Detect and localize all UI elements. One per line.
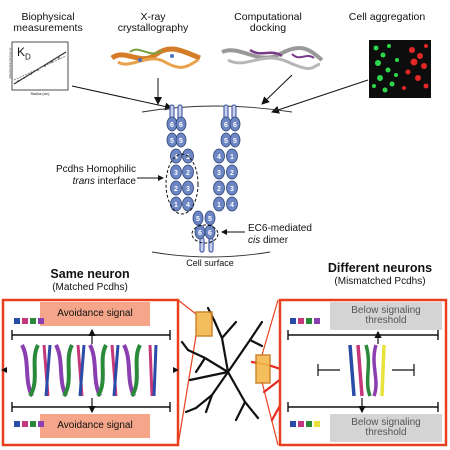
svg-text:4: 4 [217,154,221,161]
below-threshold-bottom: Below signaling threshold [351,416,421,438]
svg-text:3: 3 [186,186,190,193]
graph-x-axis-label: Radius (cm) [30,92,50,96]
svg-text:5: 5 [224,138,228,145]
below-threshold-box-bottom [330,414,442,442]
pcdh-right-dimer [213,116,241,212]
different-neurons-subtitle: (Mismatched Pcdhs) [334,276,426,287]
trans-interface-outline [165,153,199,215]
svg-text:2: 2 [217,186,221,193]
cell-aggregation-image [369,40,431,98]
arrow-biophysical [71,85,173,111]
avoidance-signal-top: Avoidance signal [57,307,133,319]
mismatched-pcdh-chains [348,344,386,397]
svg-text:5: 5 [179,138,183,145]
svg-text:3: 3 [174,170,178,177]
method-label-docking: Computational docking [234,11,302,34]
svg-text:1: 1 [217,202,221,209]
svg-text:3: 3 [230,186,234,193]
cis-dimer-label: EC6-mediated cis dimer [248,223,312,246]
svg-text:3: 3 [217,170,221,177]
zoom-box-different-neurons[interactable] [255,354,271,384]
docking-image [221,45,324,70]
svg-text:1: 1 [186,154,190,161]
crystal-structure-image [110,46,201,69]
svg-text:6: 6 [208,230,212,237]
pcdh-left-dimer [166,116,194,212]
matched-pcdh-chains [20,344,158,398]
cell-surface-label: Cell surface [186,258,234,268]
black-neuron [180,306,264,422]
below-threshold-top: Below signaling threshold [351,304,421,326]
svg-text:1: 1 [174,202,178,209]
method-label-biophysical: Biophysical measurements [13,11,83,34]
zoom-connector-left-top [177,299,197,315]
zoom-connector-right-top [261,299,279,356]
upper-membrane [141,105,293,113]
below-threshold-box-top [330,302,442,330]
lower-membrane [151,251,271,258]
svg-text:6: 6 [198,230,202,237]
avoidance-box-top [40,302,150,326]
svg-text:5: 5 [233,138,237,145]
biophysical-graph: KD Absorbance (AU) (a.u.) Radius (cm) [4,40,70,100]
cis-dimer-outline [191,224,219,244]
svg-text:6: 6 [233,122,237,129]
svg-text:6: 6 [170,122,174,129]
zoom-box-same-neuron[interactable] [195,311,213,337]
same-neuron-subtitle: (Matched Pcdhs) [52,282,128,293]
svg-text:4: 4 [186,202,190,209]
svg-text:1: 1 [230,154,234,161]
svg-text:2: 2 [186,170,190,177]
svg-text:6: 6 [224,122,228,129]
svg-text:5: 5 [208,216,212,223]
svg-text:5: 5 [170,138,174,145]
pcdh-legend-squares-left [14,318,44,427]
pcdh-legend-squares-right [290,318,320,427]
trans-interface-label: Pcdhs Homophilic trans interface [55,164,136,187]
same-neuron-title: Same neuron [50,267,130,281]
pcdh-bottom-dimer [192,210,216,240]
upper-membrane-right-panel [287,330,439,340]
inhibition-bar-left [317,364,340,376]
svg-text:2: 2 [230,170,234,177]
arrow-aggregation [271,79,369,114]
different-neurons-title: Different neurons [327,261,433,275]
avoidance-box-bottom [40,414,150,438]
zoom-connector-left-bottom [177,335,197,446]
method-label-xray: X-ray crystallography [117,11,189,34]
svg-text:4: 4 [230,202,234,209]
arrow-docking [261,74,293,105]
inhibition-bar-right [392,364,415,376]
method-label-aggregation: Cell aggregation [348,11,426,23]
kd-label: KD [17,45,31,62]
svg-text:2: 2 [174,186,178,193]
svg-text:4: 4 [174,154,178,161]
avoidance-signal-bottom: Avoidance signal [57,419,133,431]
svg-text:6: 6 [179,122,183,129]
svg-text:5: 5 [196,216,200,223]
